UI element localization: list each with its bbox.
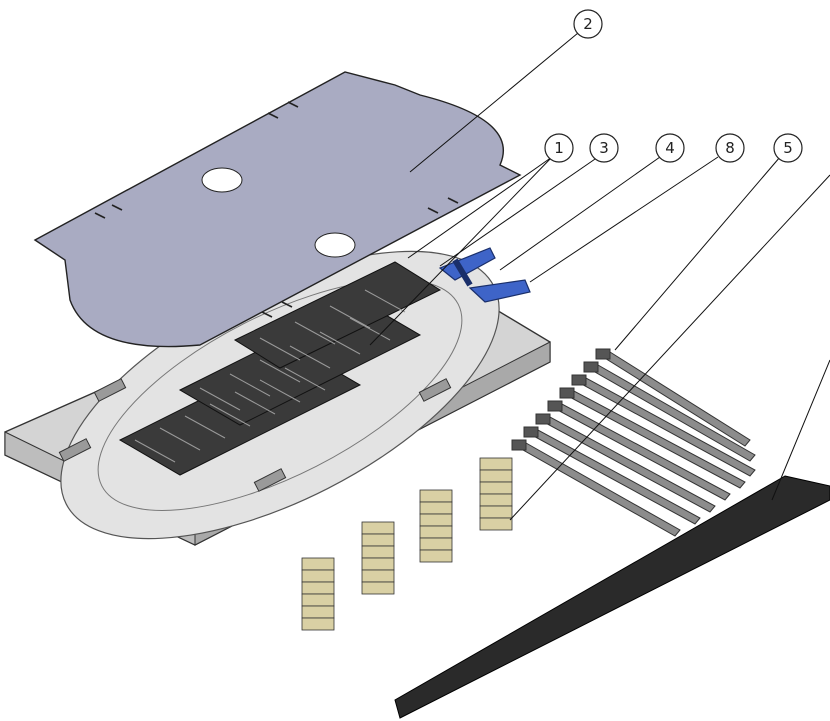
callout-4: 4 — [655, 133, 685, 163]
fiber-clips — [438, 247, 531, 303]
callout-2: 2 — [573, 9, 603, 39]
splice-holders — [118, 261, 442, 476]
splice-sleeve-stacks — [301, 457, 513, 631]
svg-text:8: 8 — [725, 139, 735, 157]
leader-lines — [369, 32, 830, 521]
cable-ties — [511, 348, 756, 537]
adhesive-strip — [394, 475, 830, 719]
callout-1: 1 — [544, 133, 574, 163]
callout-8: 8 — [715, 133, 745, 163]
svg-text:2: 2 — [583, 15, 593, 33]
tray-cover — [33, 71, 522, 348]
svg-text:3: 3 — [599, 139, 609, 157]
svg-text:1: 1 — [554, 139, 564, 157]
svg-text:5: 5 — [783, 139, 793, 157]
callout-3: 3 — [589, 133, 619, 163]
callout-5: 5 — [773, 133, 803, 163]
svg-text:4: 4 — [665, 139, 675, 157]
